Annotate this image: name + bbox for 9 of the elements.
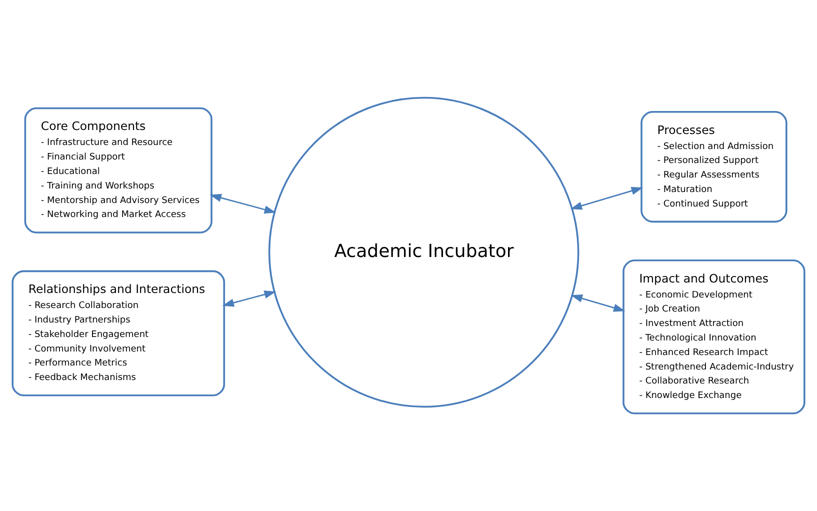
node-box: Core Components - Infrastructure and Resource - Financial Support - Educational - Training and Workshops - Mentorship and Advisory Services - Networking and Market Access <box>24 107 212 234</box>
arrow <box>210 194 276 214</box>
node-box: Impact and Outcomes - Economic Development - Job Creation - Investment Attraction - Technological Innovation - Enhanced Research Impact - Strengthened Academic-Industry - Collaborative Research - Knowledge Exchange <box>622 259 806 414</box>
node-box: Relationships and Interactions - Research Collaboration - Industry Partnerships - Stakeholder Engagement - Community Involvement - Performance Metrics - Feedback Mechanisms <box>12 270 226 396</box>
node-circle: Academic Incubator <box>268 96 580 408</box>
node-box: Processes - Selection and Admission - Personalized Support - Regular Assessments - Maturation - Continued Support <box>640 110 788 223</box>
arrow <box>570 186 644 210</box>
arrow <box>570 294 626 312</box>
arrow <box>222 290 276 307</box>
